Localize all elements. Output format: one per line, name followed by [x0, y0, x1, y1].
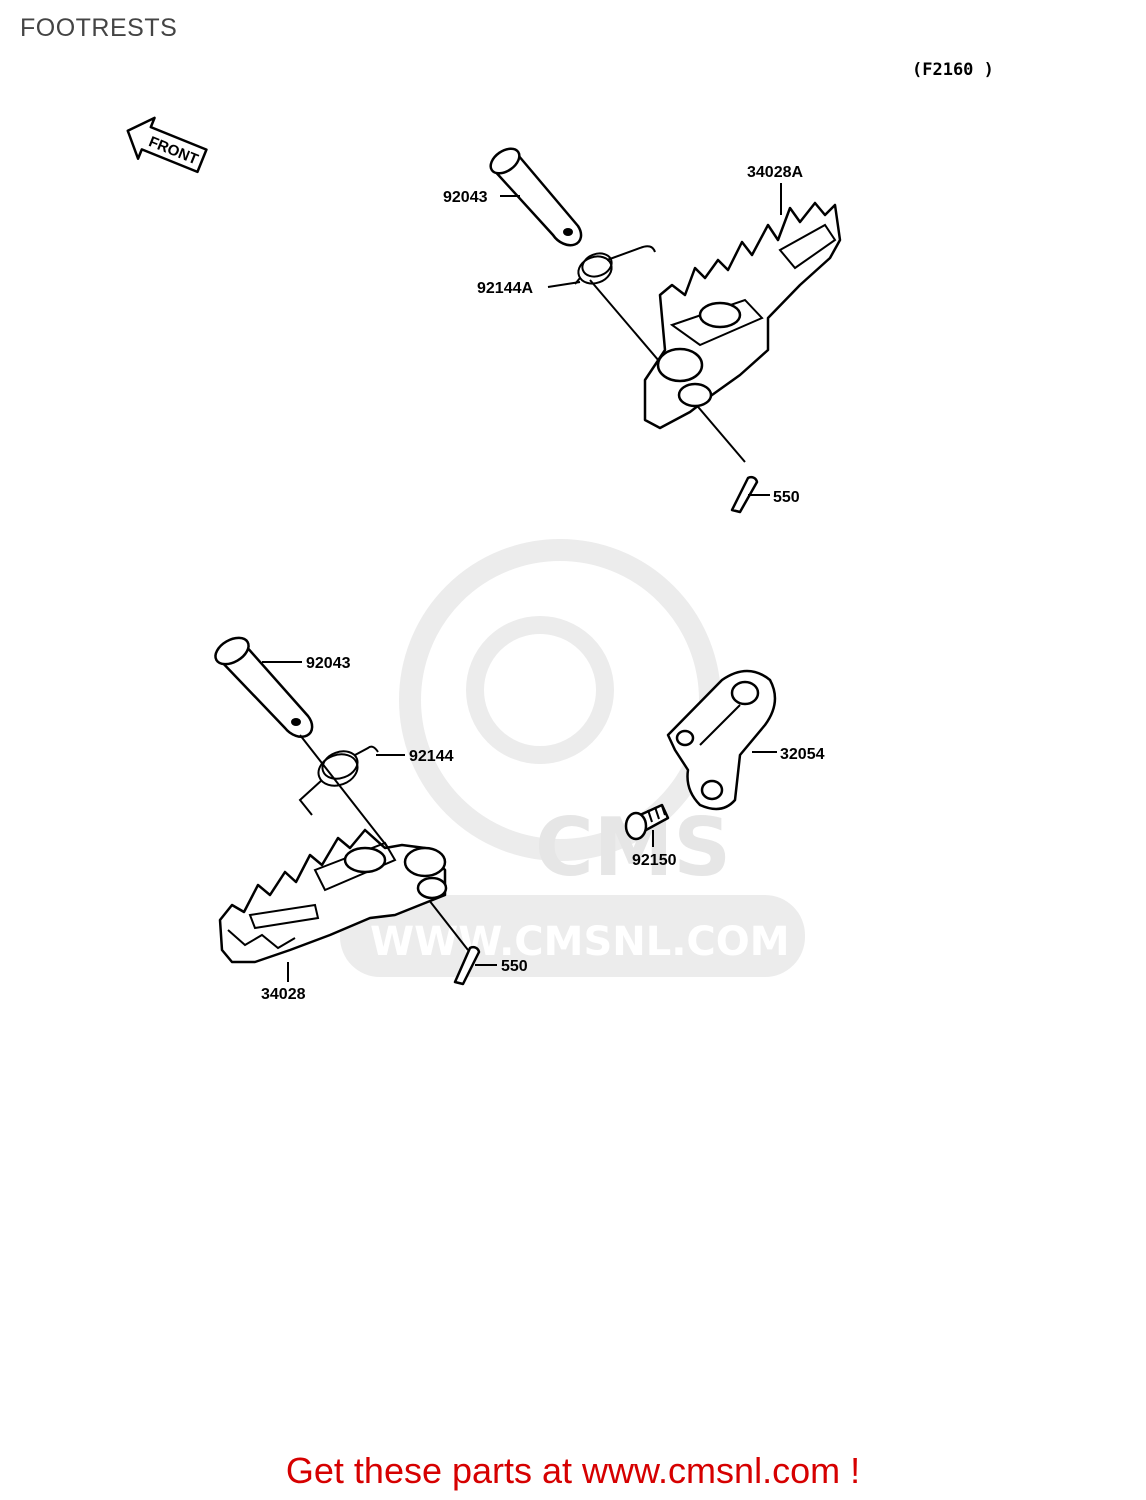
label-upper-pin: 92043: [443, 189, 488, 206]
bracket: [666, 669, 777, 811]
diagram-code: (F2160 ): [912, 60, 994, 80]
label-lower-spring: 92144: [409, 748, 454, 765]
parts-diagram: CMS WWW.CMSNL.COM (F2160 ) FRONT: [126, 60, 994, 1003]
lower-spring: [298, 745, 379, 816]
upper-pin: [489, 147, 583, 247]
upper-spring: [574, 245, 656, 285]
label-upper-cotter-pin: 550: [773, 489, 800, 506]
label-bolt: 92150: [632, 852, 677, 869]
front-arrow: FRONT: [126, 116, 208, 174]
label-lower-cotter-pin: 550: [501, 958, 528, 975]
footer-link[interactable]: Get these parts at www.cmsnl.com !: [285, 1450, 861, 1491]
label-bracket: 32054: [780, 746, 825, 763]
footer: Get these parts at www.cmsnl.com !: [0, 1450, 1146, 1492]
label-lower-footrest: 34028: [261, 986, 306, 1003]
label-lower-pin: 92043: [306, 655, 351, 672]
upper-cotter-pin: [730, 475, 759, 514]
watermark-banner: [340, 895, 805, 977]
bolt: [624, 803, 670, 841]
upper-footrest: [643, 201, 842, 430]
page-title: FOOTRESTS: [20, 14, 178, 42]
watermark-url-text: WWW.CMSNL.COM: [370, 919, 790, 965]
watermark-face: [466, 616, 614, 764]
lower-cotter-pin: [453, 945, 481, 986]
label-upper-spring: 92144A: [477, 280, 533, 297]
label-upper-footrest: 34028A: [747, 164, 803, 181]
lower-pin: [214, 636, 314, 739]
watermark: CMS WWW.CMSNL.COM: [340, 539, 805, 977]
front-arrow-icon: [126, 116, 208, 174]
lower-footrest: [218, 828, 448, 964]
